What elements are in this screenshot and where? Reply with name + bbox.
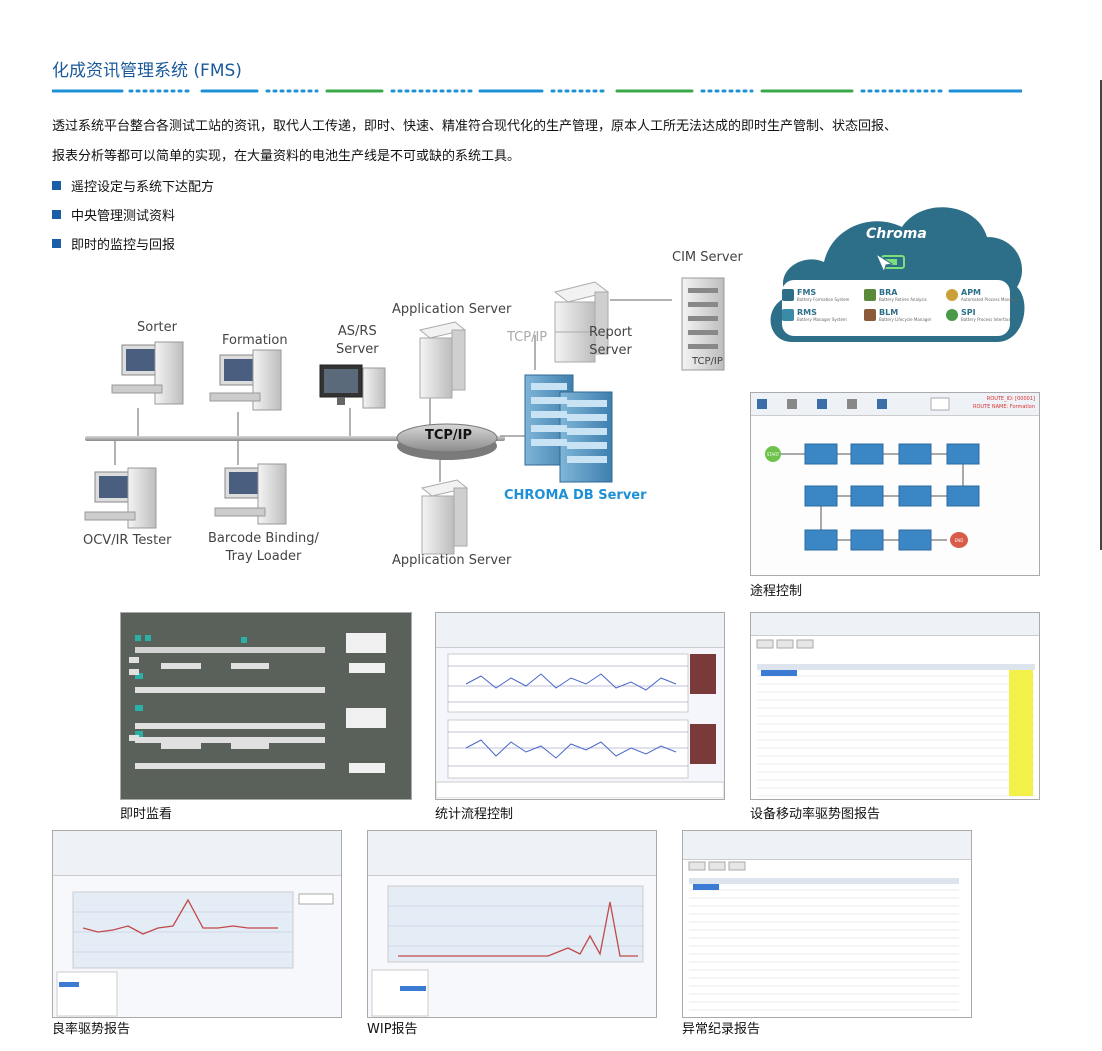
mobility-table xyxy=(756,639,1035,797)
caption-wip: WIP报告 xyxy=(367,1022,418,1037)
flow-start-label: START xyxy=(767,452,780,457)
caption-mobility: 设备移动率驱势图报告 xyxy=(750,807,881,822)
network-diagram xyxy=(84,277,725,555)
mobility-report-screenshot xyxy=(750,612,1040,800)
caption-route: 途程控制 xyxy=(750,584,803,599)
application-server-bottom-icon xyxy=(420,479,469,555)
intro-paragraph: 透过系统平台整合各测试工站的资讯，取代人工传递，即时、快速、精准符合现代化的生产… xyxy=(52,112,1052,172)
monitor-grid xyxy=(129,633,386,773)
route-id-readout: ROUTE_ID: [00001]ROUTE NAME: Formation xyxy=(972,396,1035,410)
spc-chart-area xyxy=(436,653,724,799)
spc-screenshot xyxy=(435,612,725,800)
flow-end-label: END xyxy=(955,538,964,543)
intro-line-2: 报表分析等都可以简单的实现，在大量资料的电池生产线是不可或缺的系统工具。 xyxy=(52,149,521,164)
caption-abnormal: 异常纪录报告 xyxy=(682,1022,761,1037)
rms-icon xyxy=(782,309,794,321)
flow-end-node xyxy=(950,532,968,548)
caption-monitor: 即时监看 xyxy=(120,807,173,822)
intro-line-1: 透过系统平台整合各测试工站的资讯，取代人工传递，即时、快速、精准符合现代化的生产… xyxy=(52,119,898,134)
db-server-label: CHROMA DB Server xyxy=(504,488,647,503)
apm-icon xyxy=(946,289,958,301)
barcode-label: Barcode Binding/Tray Loader xyxy=(208,531,319,564)
spi-icon xyxy=(946,309,958,321)
formation-label: Formation xyxy=(222,333,288,348)
application-server-top-icon xyxy=(418,321,467,399)
formation-computer-icon xyxy=(209,349,282,411)
bullet-item: 遥控设定与系统下达配方 xyxy=(52,176,214,195)
battery-cursor-icon xyxy=(874,252,905,274)
bra-icon xyxy=(864,289,876,301)
route-toolbar: ROUTE_ID: [00001]ROUTE NAME: Formation xyxy=(751,393,1039,416)
blm-icon xyxy=(864,309,876,321)
page-title: 化成资讯管理系统 (FMS) xyxy=(52,61,242,81)
abnormal-table xyxy=(688,861,959,1011)
tcpip-hub-icon xyxy=(396,423,498,453)
ocv-label: OCV/IR Tester xyxy=(83,533,172,548)
bullet-item: 即时的监控与回报 xyxy=(52,234,175,253)
tcpip-bus-label: TCP/IP xyxy=(425,428,473,443)
sorter-label: Sorter xyxy=(137,320,177,335)
cim-server-label: CIM Server xyxy=(672,250,743,265)
db-server-rack-icon xyxy=(524,374,613,483)
abnormal-filter-bar xyxy=(683,831,971,860)
title-divider xyxy=(52,89,1022,93)
caption-yield: 良率驱势报告 xyxy=(52,1022,131,1037)
caption-spc: 统计流程控制 xyxy=(435,807,514,822)
realtime-monitor-screenshot xyxy=(120,612,412,800)
flow-start-node xyxy=(765,446,781,462)
wip-report-screenshot xyxy=(367,830,657,1018)
route-control-screenshot: ROUTE_ID: [00001]ROUTE NAME: Formation S… xyxy=(750,392,1040,576)
route-flowchart: START END xyxy=(765,443,980,551)
application-server-bottom-label: Application Server xyxy=(392,553,512,568)
wip-filter-bar xyxy=(368,831,656,876)
barcode-computer-icon xyxy=(214,463,287,525)
abnormal-report-screenshot xyxy=(682,830,972,1018)
route-toolbar-icons xyxy=(757,397,950,411)
bullet-item: 中央管理测试资料 xyxy=(52,205,175,224)
square-bullet-icon xyxy=(52,239,61,248)
cloud-brand: Chroma xyxy=(866,226,927,242)
ocv-computer-icon xyxy=(84,467,157,529)
wip-trend-chart xyxy=(371,885,644,1017)
square-bullet-icon xyxy=(52,210,61,219)
cim-server-icon xyxy=(681,277,725,371)
tcpip-gray-label: TCP/IP xyxy=(507,330,548,345)
square-bullet-icon xyxy=(52,181,61,190)
sorter-computer-icon xyxy=(111,341,184,405)
fms-icon xyxy=(782,289,794,301)
asrs-computer-icon xyxy=(319,364,386,409)
application-server-top-label: Application Server xyxy=(392,302,512,317)
yield-trend-chart xyxy=(56,891,334,1017)
mobility-filter-bar xyxy=(751,613,1039,636)
yield-report-screenshot xyxy=(52,830,342,1018)
spc-filter-bar xyxy=(436,613,724,648)
yield-filter-bar xyxy=(53,831,341,876)
page-edge-rule xyxy=(1100,80,1102,550)
tcpip-small-label: TCP/IP xyxy=(692,356,723,367)
report-server-icon xyxy=(553,281,610,363)
